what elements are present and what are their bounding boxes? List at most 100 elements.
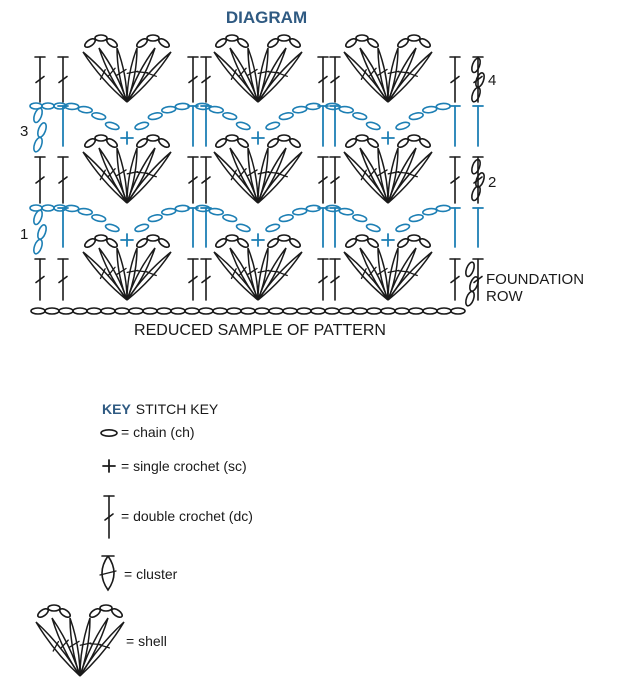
- double-crochet-stitch: [200, 258, 212, 301]
- double-crochet-stitch: [187, 156, 199, 204]
- shell-double-crochet: [126, 147, 156, 204]
- chain-stitch: [37, 224, 47, 240]
- key-label-single-crochet: = single crochet (sc): [121, 458, 247, 474]
- chain-stitch: [296, 307, 312, 315]
- key-label-shell: = shell: [126, 633, 167, 649]
- double-crochet-stitch: [57, 56, 69, 103]
- chain-stitch: [128, 307, 144, 315]
- shell-double-crochet: [377, 147, 389, 204]
- chain-stitch: [475, 72, 485, 88]
- chain-stitch: [212, 307, 228, 315]
- chain-stitch: [104, 223, 120, 233]
- shell-double-crochet: [79, 617, 109, 677]
- chain-stitch: [157, 237, 171, 249]
- chain-stitch: [194, 204, 211, 213]
- turning-chain-foundation: [465, 261, 479, 307]
- row-label-1: 1: [20, 226, 29, 243]
- cluster-icon: [99, 555, 117, 592]
- shell-double-crochet: [229, 147, 259, 204]
- foundation-row-label-2: ROW: [486, 288, 523, 305]
- shell-row-5: [34, 34, 484, 103]
- chain-stitch: [222, 112, 238, 121]
- chain-stitch: [110, 607, 124, 619]
- shell: [213, 134, 303, 204]
- shell-double-crochet: [257, 247, 270, 301]
- shell-double-crochet: [126, 51, 172, 103]
- shell: [82, 234, 172, 301]
- chain-stitch: [174, 204, 191, 213]
- foundation-chain-row: [30, 307, 466, 315]
- shell-double-crochet: [98, 47, 128, 103]
- chain-stitch: [147, 214, 163, 223]
- chain-row-3: [29, 102, 484, 153]
- chain-stitch: [394, 307, 410, 315]
- shell-double-crochet: [229, 47, 259, 103]
- chain-stitch: [198, 307, 214, 315]
- chain-stitch: [105, 237, 119, 249]
- chain-stitch: [53, 102, 67, 110]
- chain-stitch: [99, 604, 113, 612]
- chain-stitch: [324, 204, 341, 213]
- chain-stitch: [156, 307, 172, 315]
- chain-stitch: [235, 223, 251, 233]
- chain-stitch: [471, 185, 481, 202]
- chain-stitch: [30, 307, 46, 315]
- chain-stitch: [160, 207, 177, 216]
- chain-stitch: [94, 234, 108, 242]
- shell-double-crochet: [69, 617, 81, 677]
- chain-stitch: [407, 34, 421, 42]
- shell-double-crochet: [387, 51, 433, 103]
- chain-stitch: [352, 214, 368, 223]
- chain-stitch: [147, 112, 163, 121]
- chain-stitch: [278, 112, 294, 121]
- single-crochet-stitch: [381, 131, 395, 145]
- chain-row-1: [29, 204, 484, 255]
- chain-stitch: [91, 214, 107, 223]
- chain-stitch: [236, 137, 250, 149]
- chain-stitch: [288, 237, 302, 249]
- shell-double-crochet: [126, 47, 139, 103]
- shell-double-crochet: [116, 247, 128, 301]
- shell-double-crochet: [116, 147, 128, 204]
- chain-stitch: [94, 134, 108, 142]
- shell: [343, 134, 433, 204]
- shell: [343, 234, 433, 301]
- chain-stitch: [305, 204, 322, 213]
- double-crochet-stitch: [34, 258, 46, 301]
- double-crochet-icon: [103, 495, 115, 539]
- chain-stitch: [170, 307, 186, 315]
- turning-chain: [33, 107, 47, 153]
- diagram-title: DIAGRAM: [225, 8, 308, 27]
- shell-double-crochet: [247, 147, 259, 204]
- chain-stitch: [268, 307, 284, 315]
- chain-stitch: [421, 105, 438, 114]
- chain-stitch: [355, 134, 369, 142]
- shell-double-crochet: [387, 147, 400, 204]
- chain-stitch: [418, 37, 432, 49]
- turning-chain-row-2: [471, 158, 485, 202]
- chain-stitch: [86, 307, 102, 315]
- shell-row-1: [34, 234, 484, 301]
- chain-stitch: [338, 207, 355, 216]
- shell-double-crochet: [257, 147, 270, 204]
- chain-stitch: [33, 238, 43, 255]
- chain-stitch: [174, 102, 191, 111]
- chain-stitch: [41, 204, 55, 212]
- chain-stitch: [291, 105, 308, 114]
- chain-stitch: [157, 137, 171, 149]
- chain-stitch: [366, 137, 380, 149]
- shell: [82, 34, 172, 103]
- chain-stitch: [338, 307, 354, 315]
- shell-double-crochet: [257, 47, 270, 103]
- chart-body: [29, 34, 485, 315]
- chain-stitch: [408, 112, 424, 121]
- chain-stitch: [310, 307, 326, 315]
- chain-stitch: [282, 307, 298, 315]
- double-crochet-stitch: [317, 56, 329, 103]
- chain-stitch: [418, 137, 432, 149]
- chain-stitch: [91, 112, 107, 121]
- chain-stitch: [288, 137, 302, 149]
- chain-stitch: [105, 37, 119, 49]
- chain-stitch: [366, 37, 380, 49]
